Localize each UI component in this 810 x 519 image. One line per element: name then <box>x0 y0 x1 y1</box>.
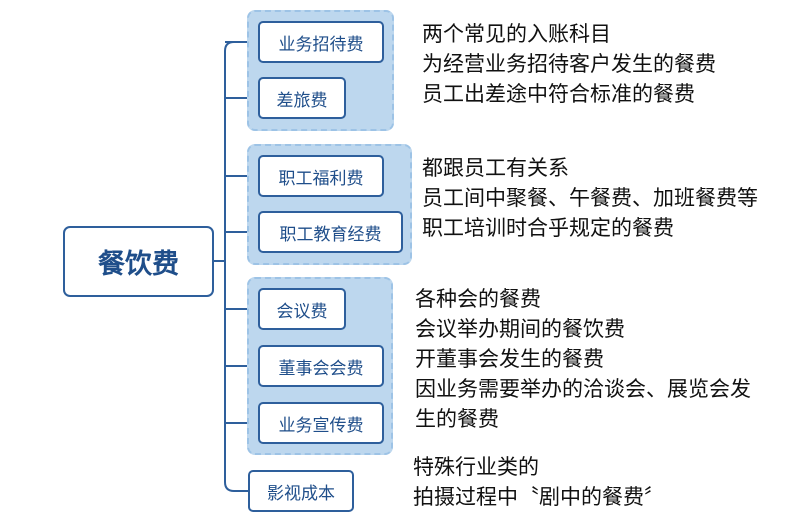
note-group-4: 特殊行业类的 拍摄过程中〝剧中的餐费〞 <box>413 452 665 512</box>
node-employee-welfare: 职工福利费 <box>258 155 384 197</box>
node-meeting: 会议费 <box>258 288 346 330</box>
note-line: 特殊行业类的 <box>413 455 539 479</box>
node-travel: 差旅费 <box>258 77 346 119</box>
node-business-entertainment: 业务招待费 <box>258 21 384 63</box>
note-line: 会议举办期间的餐饮费 <box>415 317 625 341</box>
note-group-1: 两个常见的入账科目 为经营业务招待客户发生的餐费 员工出差途中符合标准的餐费 <box>422 19 716 109</box>
root-node: 餐饮费 <box>63 226 214 297</box>
note-line: 两个常见的入账科目 <box>422 22 611 46</box>
note-line: 拍摄过程中〝剧中的餐费〞 <box>413 485 665 509</box>
note-line: 因业务需要举办的洽谈会、展览会发 <box>415 377 751 401</box>
node-employee-education: 职工教育经费 <box>258 211 403 253</box>
note-line: 各种会的餐费 <box>415 287 541 311</box>
note-line: 职工培训时合乎规定的餐费 <box>422 216 674 240</box>
note-line: 开董事会发生的餐费 <box>415 347 604 371</box>
node-board-meeting: 董事会会费 <box>258 345 384 387</box>
note-line: 为经营业务招待客户发生的餐费 <box>422 52 716 76</box>
note-line: 员工出差途中符合标准的餐费 <box>422 82 695 106</box>
note-line: 都跟员工有关系 <box>422 156 569 180</box>
node-film-cost: 影视成本 <box>248 470 354 512</box>
note-line: 生的餐费 <box>415 407 499 431</box>
note-group-3: 各种会的餐费 会议举办期间的餐饮费 开董事会发生的餐费 因业务需要举办的洽谈会、… <box>415 284 751 434</box>
note-line: 员工间中聚餐、午餐费、加班餐费等 <box>422 186 758 210</box>
note-group-2: 都跟员工有关系 员工间中聚餐、午餐费、加班餐费等 职工培训时合乎规定的餐费 <box>422 153 758 243</box>
node-business-promotion: 业务宣传费 <box>258 402 384 444</box>
